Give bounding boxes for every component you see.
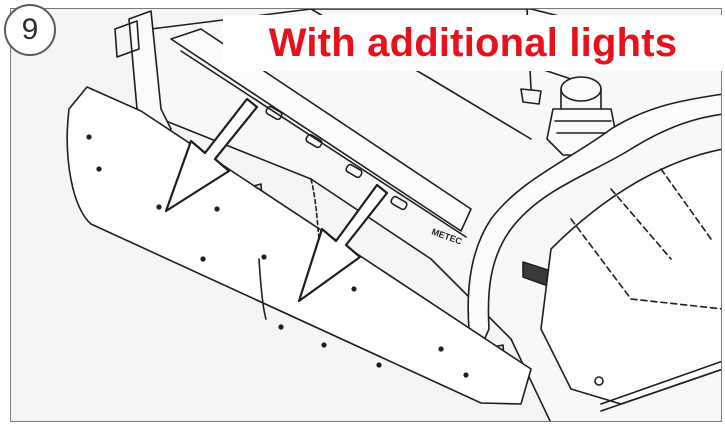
arrow-down-left-icon <box>164 97 259 213</box>
crossbar-slot <box>390 195 408 211</box>
arrow-down-left-icon <box>297 183 389 303</box>
crossbar-slot <box>305 133 323 149</box>
illustration-frame: METEC <box>10 8 722 422</box>
title-banner: With additional lights <box>223 15 723 71</box>
shield-seam-2 <box>310 178 320 240</box>
shield-screws <box>86 134 469 378</box>
body-panel-seam <box>570 168 721 310</box>
line-drawing: METEC <box>66 9 721 421</box>
crossbar-slot <box>265 105 283 121</box>
crossbar-edge <box>180 50 467 238</box>
side-trim <box>600 360 721 412</box>
page-title: With additional lights <box>268 20 678 65</box>
crossbar <box>170 28 472 232</box>
bolt <box>594 376 604 386</box>
step-number: 9 <box>21 13 39 46</box>
left-roll-bar-grip <box>114 20 140 58</box>
crossbar-slot <box>345 163 363 179</box>
step-number-badge: 9 <box>4 4 56 56</box>
shield-seam <box>258 258 267 320</box>
